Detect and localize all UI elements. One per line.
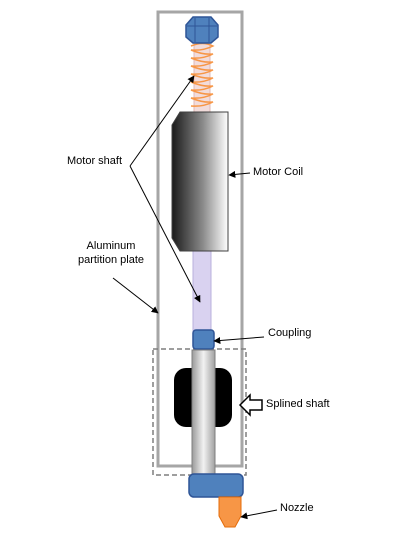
- motor-shaft-leader-upper: [129, 75, 195, 167]
- nozzle-tip: [218, 496, 242, 528]
- nozzle-mount-block: [188, 473, 244, 498]
- motor-coil-block: [171, 111, 229, 252]
- aluminum-partition-label-line1: Aluminum: [86, 240, 136, 252]
- splined-shaft: [191, 349, 216, 477]
- aluminum-partition-label-line2: partition plate: [77, 253, 145, 266]
- nozzle-label: Nozzle: [280, 502, 314, 514]
- motor-shaft-label: Motor shaft: [67, 155, 123, 167]
- motor-coil-label: Motor Coil: [253, 166, 304, 178]
- aluminum-partition-leader: [112, 277, 159, 314]
- nozzle-leader: [240, 509, 278, 520]
- motor-shaft-lower: [192, 239, 212, 333]
- spring-coil: [190, 42, 215, 107]
- aluminum-partition-label: Aluminum partition plate: [56, 240, 166, 268]
- coupling-block: [192, 329, 215, 350]
- coupling-label: Coupling: [268, 327, 312, 339]
- motor-coil-leader: [228, 170, 251, 178]
- hex-bolt-head: [185, 16, 219, 44]
- motor-shaft-leader-lower: [129, 165, 201, 303]
- splined-shaft-pointer-arrow: [238, 393, 263, 417]
- splined-shaft-label: Splined shaft: [266, 398, 330, 410]
- coupling-leader: [213, 336, 265, 344]
